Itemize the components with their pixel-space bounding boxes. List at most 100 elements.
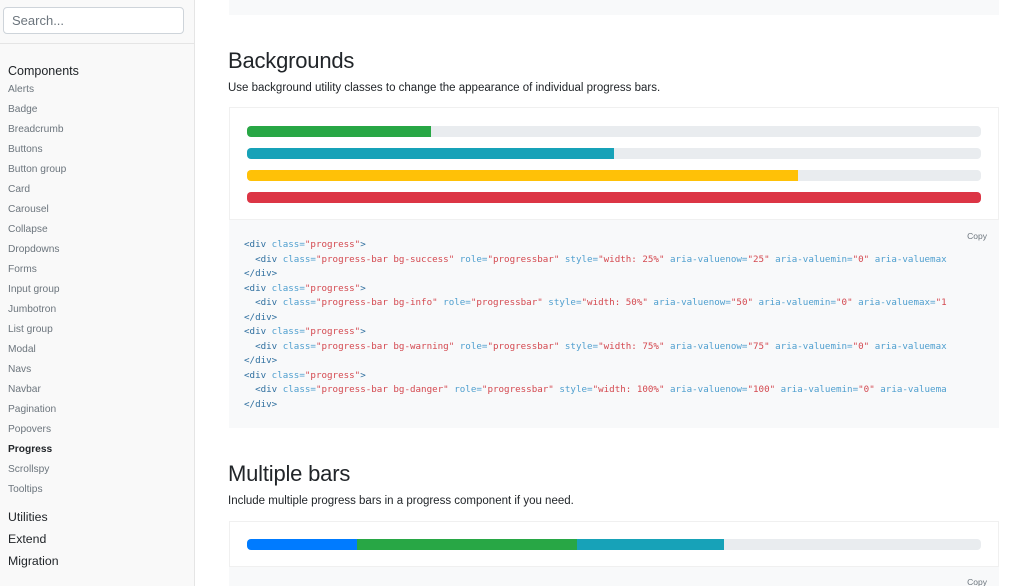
sidebar-item-list-group[interactable]: List group — [8, 324, 53, 335]
code-token: aria-valuemin= — [769, 253, 853, 265]
code-token: aria-valuemin= — [753, 297, 836, 308]
sidebar-item-button-group[interactable]: Button group — [8, 164, 67, 175]
code-token: "progressbar" — [481, 384, 554, 395]
sidebar-item-progress[interactable]: Progress — [8, 444, 53, 455]
code-token: <div — [244, 253, 283, 265]
sidebar-item-popovers[interactable]: Popovers — [8, 424, 52, 435]
search-wrap — [0, 0, 194, 44]
code-token: "progress" — [304, 326, 361, 337]
code-token: > — [360, 369, 366, 381]
code-token: "progress-bar bg-danger" — [315, 384, 449, 395]
sidebar-item-modal[interactable]: Modal — [8, 344, 36, 355]
code-token: aria-valuemin= — [775, 384, 859, 395]
code-token: role= — [454, 253, 488, 265]
progress-segment-2 — [357, 539, 578, 550]
sidebar-item-input-group[interactable]: Input group — [8, 284, 60, 295]
sidebar-item-carousel[interactable]: Carousel — [8, 204, 49, 215]
code-token: <div — [244, 369, 272, 381]
code-token: class= — [282, 253, 316, 265]
code-token: > — [360, 282, 366, 294]
code-token: "progress-bar bg-success" — [315, 253, 455, 265]
sidebar-item-card[interactable]: Card — [8, 184, 31, 195]
sidebar-item-forms[interactable]: Forms — [8, 264, 37, 275]
code-token: aria-valuemax — [869, 253, 947, 265]
code-token: "0" — [858, 384, 875, 395]
code-token: </div> — [244, 398, 278, 410]
code-token: style= — [559, 340, 599, 352]
code-token: "0" — [836, 297, 853, 308]
code-token: aria-valuemax — [869, 340, 947, 352]
code-line: <div class="progress-bar bg-warning" rol… — [244, 340, 984, 355]
copy-button[interactable]: Copy — [967, 231, 987, 241]
progress-bar-bg-info — [247, 148, 614, 159]
code-block-backgrounds: Copy <div class="progress"> <div class="… — [229, 220, 999, 428]
sidebar-item-buttons[interactable]: Buttons — [8, 144, 43, 155]
code-token: role= — [454, 340, 488, 352]
code-line: </div> — [244, 267, 984, 282]
progress-bg-info — [247, 148, 981, 159]
code-line: <div class="progress"> — [244, 325, 984, 340]
sidebar-item-pagination[interactable]: Pagination — [8, 404, 57, 415]
example-backgrounds — [229, 107, 999, 220]
sidebar: Components AlertsBadgeBreadcrumbButtonsB… — [0, 0, 195, 586]
example-multiple-bars — [229, 521, 999, 567]
code-token: "0" — [852, 340, 870, 352]
sidebar-group-components[interactable]: Components — [8, 64, 79, 78]
sidebar-item-alerts[interactable]: Alerts — [8, 84, 35, 95]
sidebar-item-jumbotron[interactable]: Jumbotron — [8, 304, 57, 315]
code-token: style= — [559, 253, 599, 265]
code-token: "0" — [852, 253, 870, 265]
code-line: </div> — [244, 311, 984, 326]
code-token: aria-valuenow= — [647, 297, 731, 308]
code-token: "1 — [935, 297, 947, 308]
progress-segment-3 — [577, 539, 725, 550]
code-line: <div class="progress-bar bg-danger" role… — [244, 383, 984, 398]
code-token: aria-valuemax= — [852, 297, 936, 308]
progress-bg-warning — [247, 170, 981, 181]
code-line: <div class="progress-bar bg-success" rol… — [244, 253, 984, 268]
code-token: > — [360, 239, 366, 250]
main-content: Backgrounds Use background utility class… — [196, 0, 1024, 586]
previous-code-block — [229, 0, 999, 15]
sidebar-item-tooltips[interactable]: Tooltips — [8, 484, 43, 495]
progress-bar-bg-danger — [247, 192, 981, 203]
code-line: <div class="progress"> — [244, 369, 984, 384]
sidebar-item-dropdowns[interactable]: Dropdowns — [8, 244, 60, 255]
sidebar-item-badge[interactable]: Badge — [8, 104, 38, 115]
code-line: </div> — [244, 398, 984, 413]
sidebar-item-breadcrumb[interactable]: Breadcrumb — [8, 124, 64, 135]
code-token: "width: 75%" — [598, 340, 665, 352]
code-token: "progressbar" — [487, 340, 560, 352]
code-token: <div — [244, 239, 272, 250]
code-token: aria-valuenow= — [664, 340, 748, 352]
code-token: </div> — [244, 355, 278, 366]
copy-button-multiple[interactable]: Copy — [967, 577, 987, 586]
code-token: <div — [244, 340, 283, 352]
code-token: class= — [282, 297, 316, 308]
section-title-multiple-bars: Multiple bars — [228, 461, 351, 486]
code-block-multiple-bars: Copy — [229, 567, 999, 586]
sidebar-item-navbar[interactable]: Navbar — [8, 384, 41, 395]
code-token: role= — [437, 297, 471, 308]
code-token: class= — [282, 340, 316, 352]
sidebar-item-scrollspy[interactable]: Scrollspy — [8, 464, 50, 475]
code-token: "100" — [747, 384, 776, 395]
sidebar-item-collapse[interactable]: Collapse — [8, 224, 48, 235]
code-token: <div — [244, 297, 283, 308]
sidebar-group-extend[interactable]: Extend — [8, 532, 47, 546]
progress-multiple — [247, 539, 981, 550]
code-line: <div class="progress"> — [244, 282, 984, 297]
section-lead-multiple-bars: Include multiple progress bars in a prog… — [228, 495, 574, 507]
sidebar-group-utilities[interactable]: Utilities — [8, 510, 48, 524]
code-snippet: <div class="progress"> <div class="progr… — [244, 238, 984, 412]
sidebar-group-migration[interactable]: Migration — [8, 554, 59, 568]
code-token: "progress-bar bg-warning" — [315, 340, 455, 352]
progress-segment-1 — [247, 539, 358, 550]
section-lead-backgrounds: Use background utility classes to change… — [228, 82, 661, 94]
code-token: "25" — [747, 253, 770, 265]
search-input[interactable] — [3, 7, 184, 34]
sidebar-item-navs[interactable]: Navs — [8, 364, 32, 375]
code-token: class= — [271, 282, 305, 294]
